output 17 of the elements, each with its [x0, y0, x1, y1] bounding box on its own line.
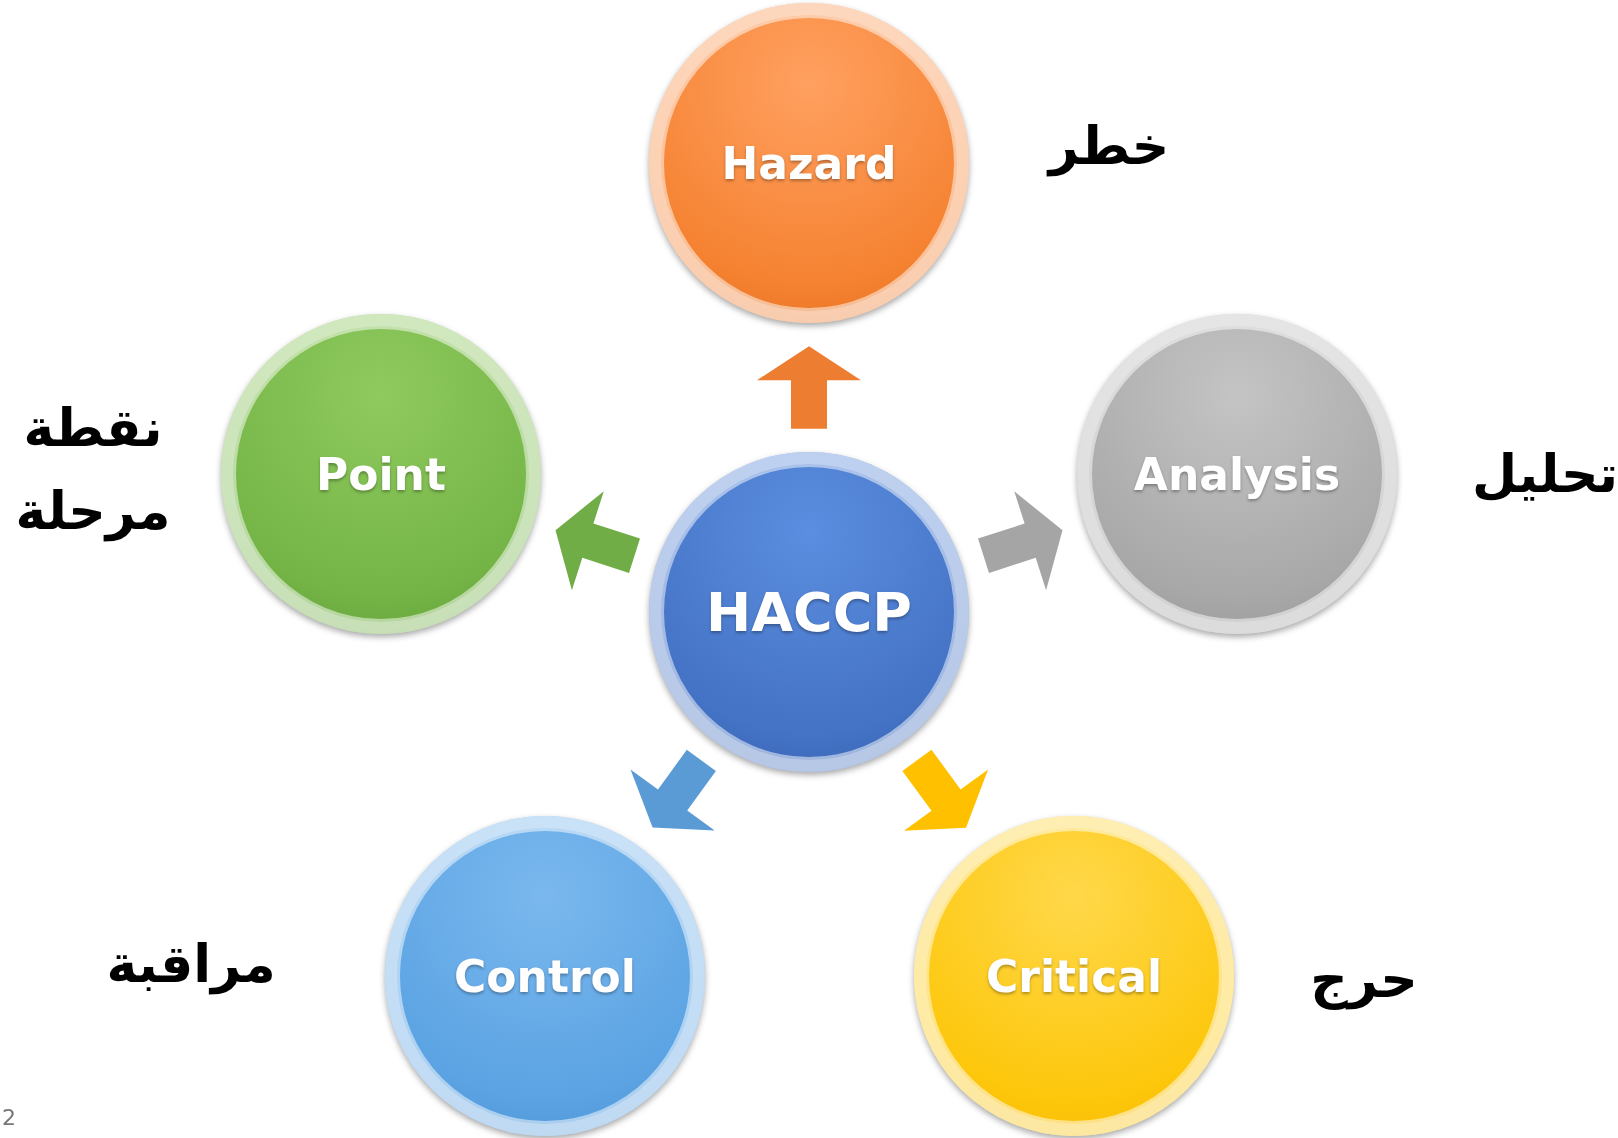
block-arrow	[978, 491, 1063, 591]
block-arrow	[630, 749, 716, 831]
arabic-translation: نقطة مرحلة	[14, 396, 172, 544]
node-label: Point	[316, 448, 446, 500]
node-label: HACCP	[706, 580, 912, 644]
arabic-translation: تحليل	[1471, 443, 1618, 507]
arabic-translation: حرج	[1309, 948, 1419, 1012]
node-label: Control	[454, 950, 636, 1002]
node-label: Critical	[985, 950, 1162, 1002]
page-number: 2	[2, 1105, 16, 1130]
node-label: Analysis	[1133, 448, 1341, 500]
node-label: Hazard	[721, 137, 897, 189]
arabic-translation: خطر	[1045, 115, 1171, 179]
block-arrow	[757, 346, 861, 429]
arabic-translation: مراقبة	[105, 933, 277, 997]
block-arrow	[555, 491, 640, 591]
block-arrow	[902, 749, 989, 831]
